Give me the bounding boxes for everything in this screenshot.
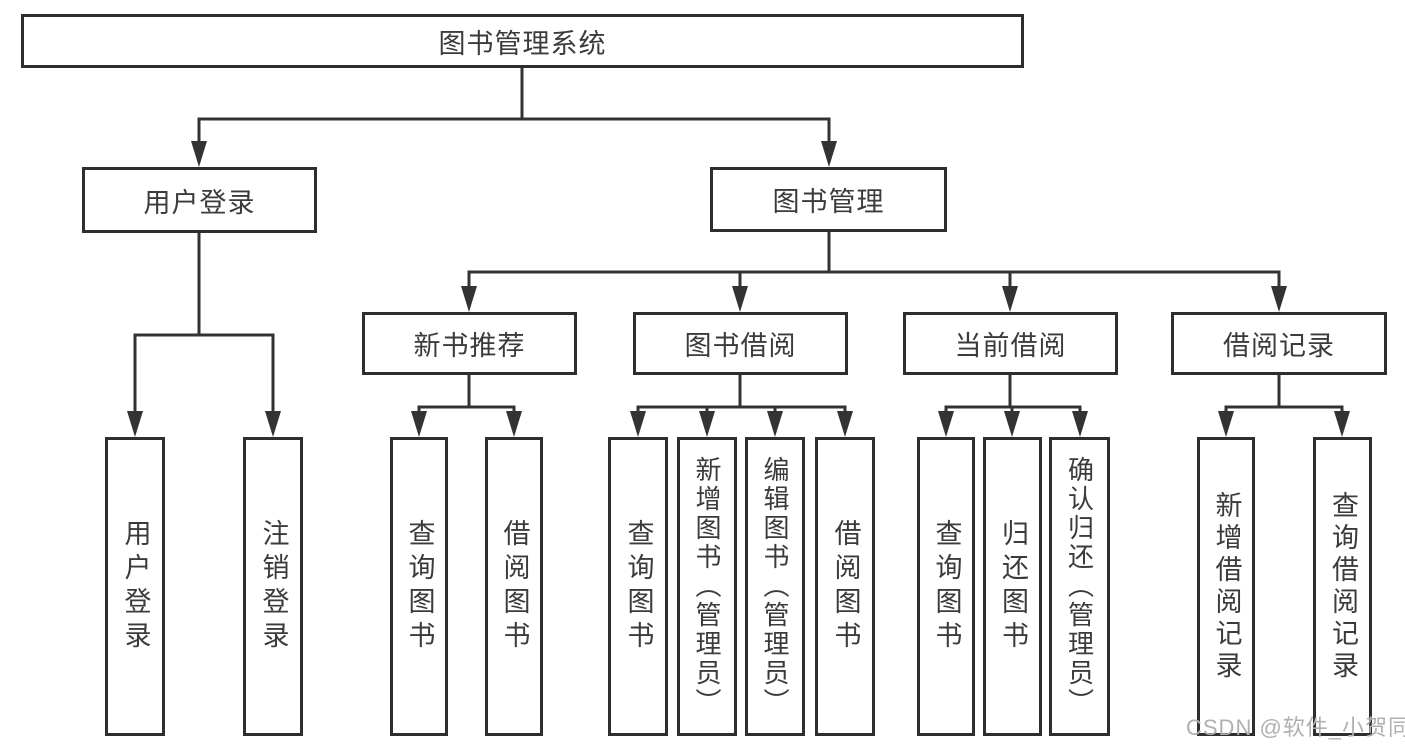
node-book-borrowing: 图书借阅	[633, 312, 848, 375]
arrowhead-icons	[127, 141, 1350, 437]
leaf-borrow-edit-books-admin: 编辑图书（管理员）	[745, 437, 805, 736]
node-borrow-records: 借阅记录	[1171, 312, 1387, 375]
node-new-book-recommend: 新书推荐	[362, 312, 577, 375]
leaf-borrow-add-books-admin: 新增图书（管理员）	[677, 437, 737, 736]
leaf-newrec-borrow-books: 借阅图书	[485, 437, 543, 736]
leaf-current-return-books: 归还图书	[983, 437, 1042, 736]
leaf-borrow-borrow-books: 借阅图书	[815, 437, 875, 736]
leaf-logout-login: 注销登录	[243, 437, 303, 736]
leaf-borrow-query-books: 查询图书	[608, 437, 668, 736]
leaf-user-login: 用户登录	[105, 437, 165, 736]
csdn-watermark: CSDN @软件_小贺同学	[1186, 715, 1405, 740]
leaf-current-confirm-return-admin: 确认归还（管理员）	[1049, 437, 1110, 736]
node-root-library-system: 图书管理系统	[21, 14, 1024, 68]
node-current-borrowing: 当前借阅	[903, 312, 1118, 375]
leaf-record-query-borrow-record: 查询借阅记录	[1313, 437, 1372, 736]
leaf-current-query-books: 查询图书	[917, 437, 975, 736]
leaf-record-add-borrow-record: 新增借阅记录	[1197, 437, 1255, 736]
node-user-login: 用户登录	[82, 167, 317, 233]
leaf-newrec-query-books: 查询图书	[390, 437, 448, 736]
node-book-management: 图书管理	[710, 167, 947, 232]
